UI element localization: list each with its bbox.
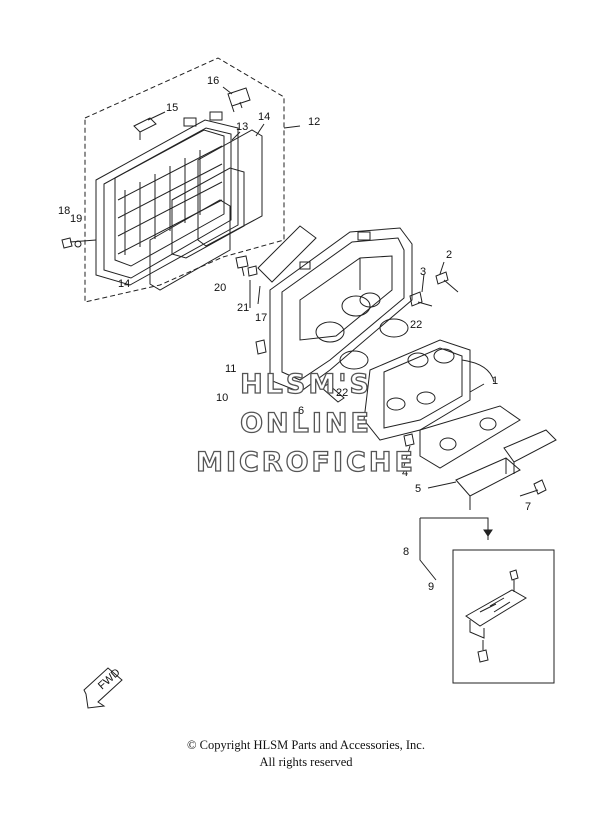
intake-manifold bbox=[363, 339, 495, 441]
callout-22-left: 22 bbox=[336, 387, 348, 399]
gasket-5 bbox=[419, 405, 521, 469]
callout-8: 8 bbox=[403, 546, 409, 558]
rights-notice: All rights reserved bbox=[259, 755, 353, 769]
callout-20: 20 bbox=[214, 282, 226, 294]
callout-3: 3 bbox=[420, 266, 426, 278]
bolt-20 bbox=[235, 255, 249, 277]
seal-22-right bbox=[379, 318, 409, 338]
fwd-arrow-icon: FWD bbox=[83, 667, 123, 709]
callout-14-lower: 14 bbox=[118, 278, 130, 290]
callout-5: 5 bbox=[415, 483, 421, 495]
callout-7: 7 bbox=[525, 501, 531, 513]
gasket-14-upper bbox=[197, 129, 263, 247]
watermark-line-2: ONLINE bbox=[240, 408, 372, 439]
nut-4 bbox=[403, 433, 415, 447]
reed-valve-right bbox=[503, 429, 557, 474]
watermark: HLSM'S ONLINE MICROFICHE bbox=[195, 368, 416, 478]
air-box-base bbox=[269, 227, 413, 393]
copyright-notice: © Copyright HLSM Parts and Accessories, … bbox=[187, 738, 425, 752]
washer-19 bbox=[74, 240, 82, 248]
callout-1: 1 bbox=[492, 375, 498, 387]
bolt-18 bbox=[61, 237, 97, 249]
bolt-2 bbox=[435, 271, 459, 293]
assembly-12-dashed-box bbox=[84, 57, 285, 303]
callout-18: 18 bbox=[58, 205, 70, 217]
clip-15 bbox=[133, 117, 157, 140]
callout-19: 19 bbox=[70, 213, 82, 225]
callout-13: 13 bbox=[236, 121, 248, 133]
reed-valve-detail bbox=[465, 569, 527, 663]
callout-17: 17 bbox=[255, 312, 267, 324]
callout-2: 2 bbox=[446, 249, 452, 261]
watermark-line-1: HLSM'S bbox=[240, 369, 372, 400]
callout-numbers: 16 15 12 14 13 18 19 14 20 21 17 2 3 22 … bbox=[58, 75, 531, 593]
callout-14-upper: 14 bbox=[258, 111, 270, 123]
washer-21 bbox=[247, 265, 258, 277]
bolt-3 bbox=[409, 291, 433, 307]
reed-valve-left bbox=[455, 457, 521, 510]
callout-11: 11 bbox=[225, 363, 236, 375]
callout-6: 6 bbox=[298, 405, 304, 417]
gasket-14-lower bbox=[149, 199, 231, 291]
watermark-line-3: MICROFICHE bbox=[196, 447, 416, 478]
callout-9: 9 bbox=[428, 581, 434, 593]
plate-17 bbox=[257, 225, 317, 283]
detail-box bbox=[452, 549, 555, 684]
callout-bracket bbox=[419, 517, 489, 581]
callout-12: 12 bbox=[308, 116, 320, 128]
silencer-cover bbox=[95, 111, 239, 286]
seal-22-left bbox=[339, 350, 369, 370]
connector-16 bbox=[227, 87, 251, 113]
grommet-11 bbox=[255, 339, 267, 355]
bolt-6 bbox=[321, 383, 345, 403]
callout-4: 4 bbox=[402, 467, 408, 479]
callout-10: 10 bbox=[216, 392, 228, 404]
callout-16: 16 bbox=[207, 75, 219, 87]
callout-21: 21 bbox=[237, 302, 249, 314]
pin-7 bbox=[533, 479, 547, 495]
callout-22-right: 22 bbox=[410, 319, 422, 331]
callout-15: 15 bbox=[166, 102, 178, 114]
